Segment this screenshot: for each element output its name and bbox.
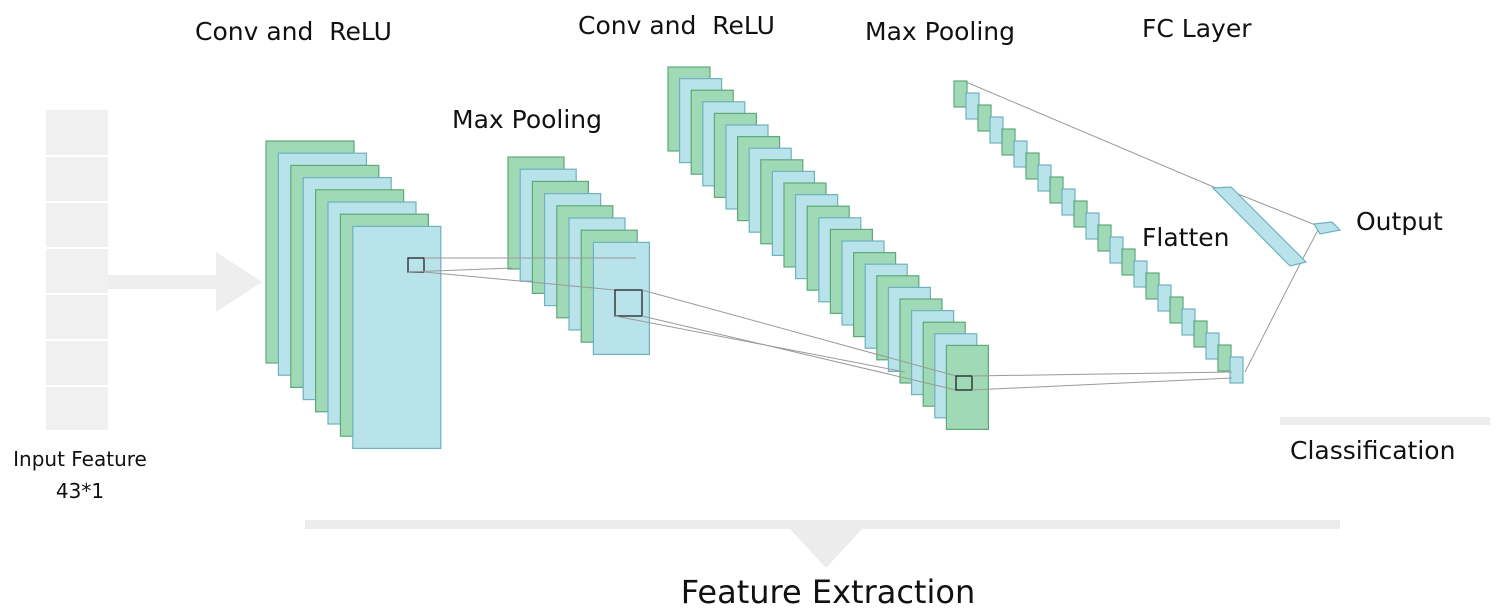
flatten-cell	[1037, 164, 1052, 192]
pool1-feature-map	[592, 241, 651, 355]
conv1-label: Conv and ReLU	[195, 17, 392, 46]
output-label: Output	[1356, 207, 1443, 236]
conv1-feature-maps	[265, 140, 442, 449]
flatten-cell	[1121, 248, 1136, 276]
flatten-label: Flatten	[1142, 223, 1229, 252]
flatten-cell	[1025, 152, 1040, 180]
classification-label: Classification	[1290, 436, 1455, 465]
pool1-feature-maps	[507, 156, 651, 355]
flatten-cell	[1229, 356, 1244, 384]
flatten-vector	[953, 80, 1244, 384]
input-size-label: 43*1	[56, 479, 104, 503]
pool1-label: Max Pooling	[452, 105, 602, 134]
flatten-cell	[1205, 332, 1220, 360]
input-feature-column	[46, 110, 108, 430]
conv1-feature-map	[352, 225, 442, 449]
flatten-cell	[1181, 308, 1196, 336]
input-arrow	[108, 252, 262, 312]
flatten-cell	[1085, 212, 1100, 240]
conv2-feature-maps	[667, 66, 990, 430]
flatten-cell	[1157, 284, 1172, 312]
fc-layer-label: FC Layer	[1142, 14, 1252, 43]
flatten-cell	[1109, 236, 1124, 264]
flatten-cell	[977, 104, 992, 132]
feature-extraction-bracket	[305, 520, 1340, 568]
flatten-cell	[1145, 272, 1160, 300]
flatten-cell	[1073, 200, 1088, 228]
fc-layer-bar	[1211, 186, 1308, 267]
pool2-label: Max Pooling	[865, 17, 1015, 46]
classification-bracket	[1280, 417, 1490, 425]
flatten-cell	[1169, 296, 1184, 324]
flatten-cell	[953, 80, 968, 108]
input-feature-label: Input Feature	[13, 447, 147, 471]
flatten-cell	[1193, 320, 1208, 348]
connector-lines	[407, 81, 1319, 391]
feature-extraction-label: Feature Extraction	[681, 573, 975, 611]
conv2-kernel-window	[955, 375, 973, 391]
flatten-cell	[1013, 140, 1028, 168]
flatten-cell	[1217, 344, 1232, 372]
pool1-kernel-window	[614, 289, 643, 317]
flatten-cell	[965, 92, 980, 120]
flatten-cell	[989, 116, 1004, 144]
flatten-cell	[1001, 128, 1016, 156]
conv2-label: Conv and ReLU	[578, 11, 775, 40]
flatten-cell	[1133, 260, 1148, 288]
flatten-cell	[1049, 176, 1064, 204]
conv2-feature-map	[945, 344, 990, 430]
output-node	[1313, 221, 1342, 235]
flatten-cell	[1061, 188, 1076, 216]
flatten-cell	[1097, 224, 1112, 252]
